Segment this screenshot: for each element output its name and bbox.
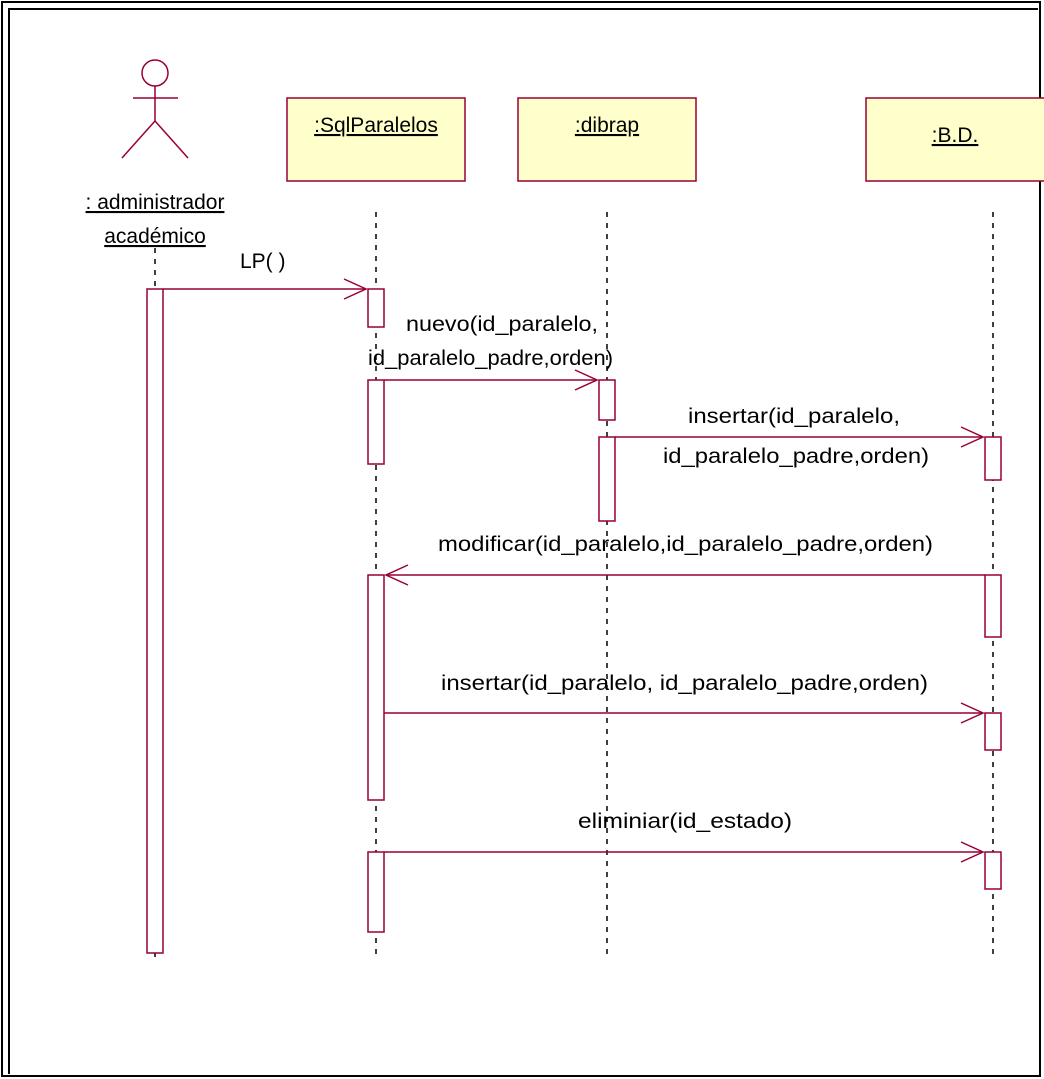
- object-label-dibrap: :dibrap: [575, 114, 639, 137]
- activation-sql-3: [367, 574, 385, 801]
- message-lp[interactable]: [163, 278, 368, 300]
- actor-admin-label-line1: : administrador: [86, 191, 225, 214]
- message-nuevo-label-line1: nuevo(id_paralelo,: [406, 313, 598, 336]
- activation-dibrap-1: [598, 379, 616, 421]
- actor-leg-right: [154, 120, 189, 159]
- activation-bd-4: [984, 851, 1002, 890]
- activation-sql-4: [367, 851, 385, 933]
- activation-sql-1: [367, 288, 385, 328]
- actor-head: [141, 59, 169, 87]
- message-nuevo-label-line2: id_paralelo_padre,orden): [368, 347, 613, 370]
- message-insertar-2-arrowhead: [960, 702, 985, 724]
- actor-leg-left: [121, 120, 156, 159]
- message-insertar-2[interactable]: [384, 702, 985, 724]
- message-insertar-1-label-line1: insertar(id_paralelo,: [688, 405, 900, 428]
- message-eliminiar[interactable]: [384, 841, 985, 863]
- activation-bd-1: [984, 436, 1002, 481]
- object-box-dibrap[interactable]: [517, 97, 697, 182]
- activation-dibrap-2: [598, 436, 616, 522]
- object-label-bd: :B.D.: [932, 124, 979, 147]
- message-modificar-arrowhead: [384, 564, 409, 586]
- message-modificar-label: modificar(id_paralelo,id_paralelo_padre,…: [438, 533, 933, 556]
- message-modificar[interactable]: [384, 564, 985, 586]
- message-insertar-2-label: insertar(id_paralelo, id_paralelo_padre,…: [441, 672, 928, 695]
- actor-admin-label-line2: académico: [104, 225, 206, 248]
- actor-admin-figure[interactable]: [121, 59, 189, 159]
- message-insertar-1-label-line2: id_paralelo_padre,orden): [663, 445, 929, 468]
- message-insertar-1[interactable]: [615, 426, 985, 448]
- message-eliminiar-label: eliminiar(id_estado): [578, 810, 792, 833]
- message-lp-arrowhead: [343, 278, 368, 300]
- object-label-sqlparalelos: :SqlParalelos: [314, 114, 438, 137]
- activation-sql-2: [367, 379, 385, 465]
- message-nuevo[interactable]: [384, 369, 599, 391]
- message-lp-label: LP( ): [240, 250, 286, 273]
- object-box-sqlparalelos[interactable]: [286, 97, 466, 182]
- activation-admin: [146, 288, 164, 954]
- object-box-bd[interactable]: [865, 97, 1044, 182]
- activation-bd-3: [984, 712, 1002, 751]
- activation-bd-2: [984, 574, 1002, 638]
- inner-frame: [8, 8, 1038, 1074]
- message-insertar-1-arrowhead: [960, 426, 985, 448]
- message-nuevo-arrowhead: [574, 369, 599, 391]
- message-eliminiar-arrowhead: [960, 841, 985, 863]
